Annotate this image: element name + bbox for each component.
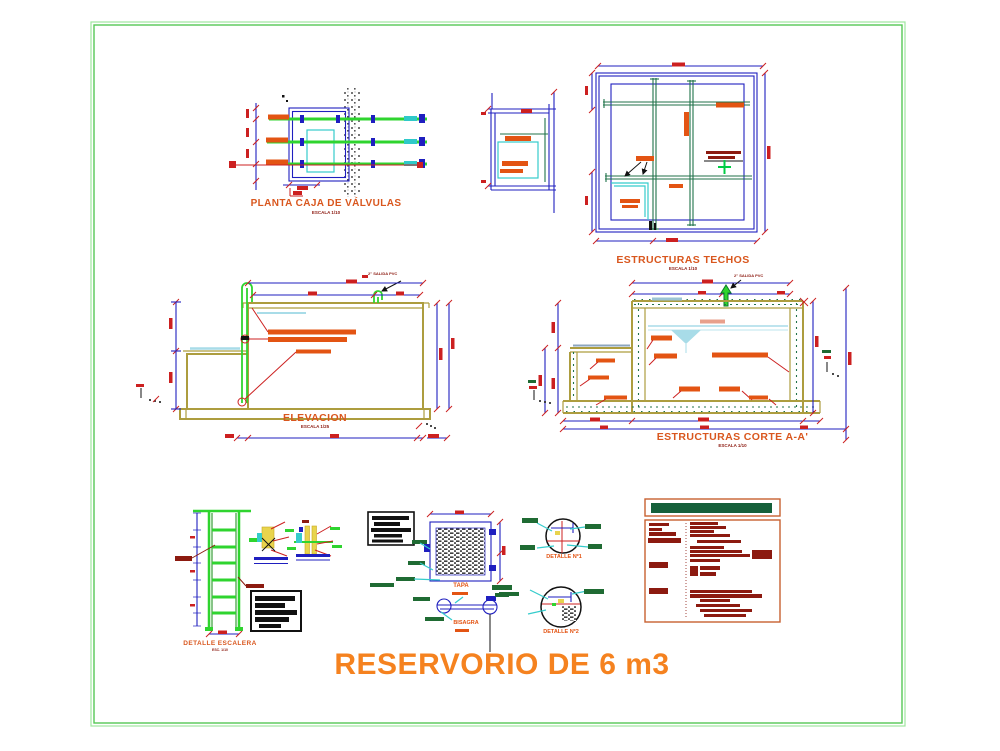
ladder-rungs	[212, 528, 236, 615]
techos-scale: ESCALA 1/10	[668, 266, 698, 271]
main-title: RESERVORIO DE 6 m3	[334, 648, 670, 681]
planta-caja-valvulas-view	[229, 88, 427, 197]
corner-waterstop	[611, 182, 649, 220]
legend-text-lines	[648, 522, 772, 617]
planta-scale: ESCALA 1/10	[311, 210, 341, 215]
detalle-n1	[520, 518, 602, 554]
corte-vent-note: 2" SALIDA PVC	[734, 273, 764, 278]
roof-rebar	[603, 78, 752, 230]
elevacion-view	[136, 275, 455, 442]
detalle-n2-label: DETALLE Nº2	[543, 629, 579, 635]
estructuras-techos-view	[585, 62, 771, 245]
notes-block-2	[367, 511, 415, 546]
elevacion-scale: ESCALA 1/25	[300, 424, 330, 429]
escalera-detail	[175, 509, 264, 638]
outlet-arrow-icon	[720, 284, 732, 307]
center-cross-icon	[718, 160, 731, 174]
fitting-details	[249, 520, 342, 565]
bisagra-label: BISAGRA	[453, 620, 479, 626]
drawing-border	[90, 21, 906, 727]
escalera-caption: DETALLE ESCALERA	[183, 640, 257, 647]
corte-aa-view	[528, 279, 852, 444]
water-level	[648, 325, 788, 353]
legend-box	[644, 498, 781, 623]
corte-scale: ESCALA 1/10	[718, 443, 747, 448]
pipes	[267, 117, 427, 166]
legend-title-bar	[651, 503, 772, 513]
tapa-label: TAPA	[453, 583, 469, 589]
notes-block-1	[250, 590, 302, 632]
corte-caption: ESTRUCTURAS CORTE A-A'	[656, 431, 809, 443]
elevacion-vent-note: 2" SALIDA PVC	[368, 271, 398, 276]
planta-caption: PLANTA CAJA DE VÁLVULAS	[250, 198, 402, 209]
detalle-n1-label: DETALLE Nº1	[546, 554, 582, 560]
tapa-detail	[370, 510, 506, 595]
vent-pipe	[373, 290, 383, 303]
escalera-scale: ESC. 1/10	[212, 648, 228, 652]
techos-caption: ESTRUCTURAS TECHOS	[616, 254, 750, 266]
elevacion-caption: ELEVACION	[282, 412, 348, 424]
corner-plan-detail	[481, 88, 558, 213]
detalle-n2	[492, 585, 604, 628]
